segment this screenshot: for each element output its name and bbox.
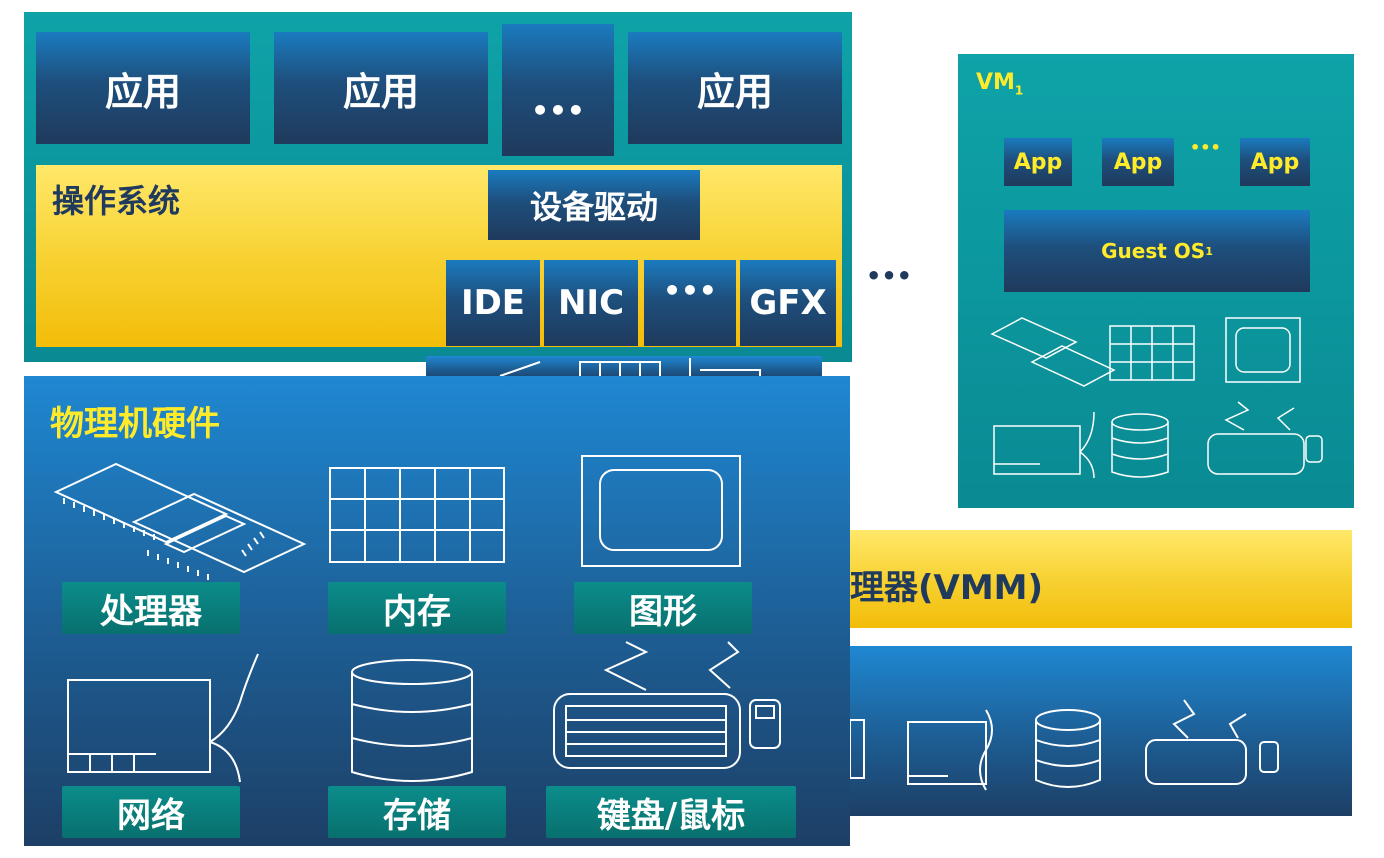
storage-label: 存储 [328, 786, 506, 838]
vm-label: VM1 [976, 70, 1023, 97]
keyboard-icon [553, 641, 781, 769]
device-driver-box: 设备驱动 [488, 170, 700, 240]
vm-network-icon [993, 411, 1095, 479]
vm-hardware-icons [990, 317, 1323, 479]
vmm-hardware-panel [840, 646, 1352, 816]
host-app-3-label: 应用 [696, 69, 773, 114]
cpu-label: 处理器 [62, 582, 240, 634]
vm-label-text: VM [976, 70, 1015, 95]
vmm-network-icon [907, 721, 987, 785]
keyboard-mouse-label: 键盘/鼠标 [546, 786, 796, 838]
driver-nic-label: NIC [557, 283, 625, 323]
cpu-icon [53, 462, 307, 580]
host-app-2: 应用 [274, 32, 488, 144]
vmm-keyboard-icon [1145, 699, 1279, 785]
vmm-storage-icon [1035, 709, 1101, 788]
vm-app-2-label: App [1113, 149, 1163, 175]
network-label: 网络 [62, 786, 240, 838]
host-app-1: 应用 [36, 32, 250, 144]
host-os-label: 操作系统 [52, 182, 181, 220]
vm-app-3: App [1240, 138, 1310, 186]
memory-label: 内存 [328, 582, 506, 634]
network-icon [67, 653, 259, 783]
host-app-ellipsis-text: ••• [531, 93, 585, 127]
vmm-graphics-icon [849, 719, 865, 779]
vmm-bar [840, 530, 1352, 628]
driver-ellipsis: ••• [644, 260, 736, 346]
guest-os-sub: 1 [1205, 244, 1213, 258]
host-app-3: 应用 [628, 32, 842, 144]
driver-nic: NIC [544, 260, 638, 346]
host-app-1-label: 应用 [104, 69, 181, 114]
driver-ellipsis-text: ••• [663, 274, 717, 307]
host-app-2-label: 应用 [342, 69, 419, 114]
between-ellipsis: ••• [866, 262, 913, 290]
vm-app-1: App [1004, 138, 1072, 186]
graphics-label: 图形 [574, 582, 752, 634]
vm-app-ellipsis: ••• [1190, 138, 1221, 157]
vm-memory-icon [1109, 325, 1195, 381]
vm-graphics-icon [1225, 317, 1301, 383]
memory-icon [329, 467, 505, 563]
storage-icon [351, 659, 473, 782]
device-driver-label: 设备驱动 [529, 188, 658, 226]
vmm-hardware-icons [849, 699, 1279, 791]
driver-ide: IDE [446, 260, 540, 346]
guest-os-label: Guest OS [1101, 239, 1206, 263]
driver-gfx-label: GFX [749, 283, 827, 323]
graphics-icon [581, 455, 741, 567]
vm-app-1-label: App [1013, 149, 1063, 175]
host-hardware-label: 物理机硬件 [50, 404, 220, 444]
host-app-ellipsis: ••• [502, 24, 614, 156]
vm-storage-icon [1111, 413, 1169, 478]
vm-keyboard-icon [1207, 401, 1323, 475]
vm-app-3-label: App [1250, 149, 1300, 175]
vm-cpu-icon [990, 317, 1116, 387]
vmm-label: 理器(VMM) [850, 568, 1044, 608]
driver-ide-label: IDE [460, 283, 526, 323]
driver-gfx: GFX [740, 260, 836, 346]
vm-label-sub: 1 [1014, 83, 1024, 98]
vm-app-2: App [1102, 138, 1174, 186]
